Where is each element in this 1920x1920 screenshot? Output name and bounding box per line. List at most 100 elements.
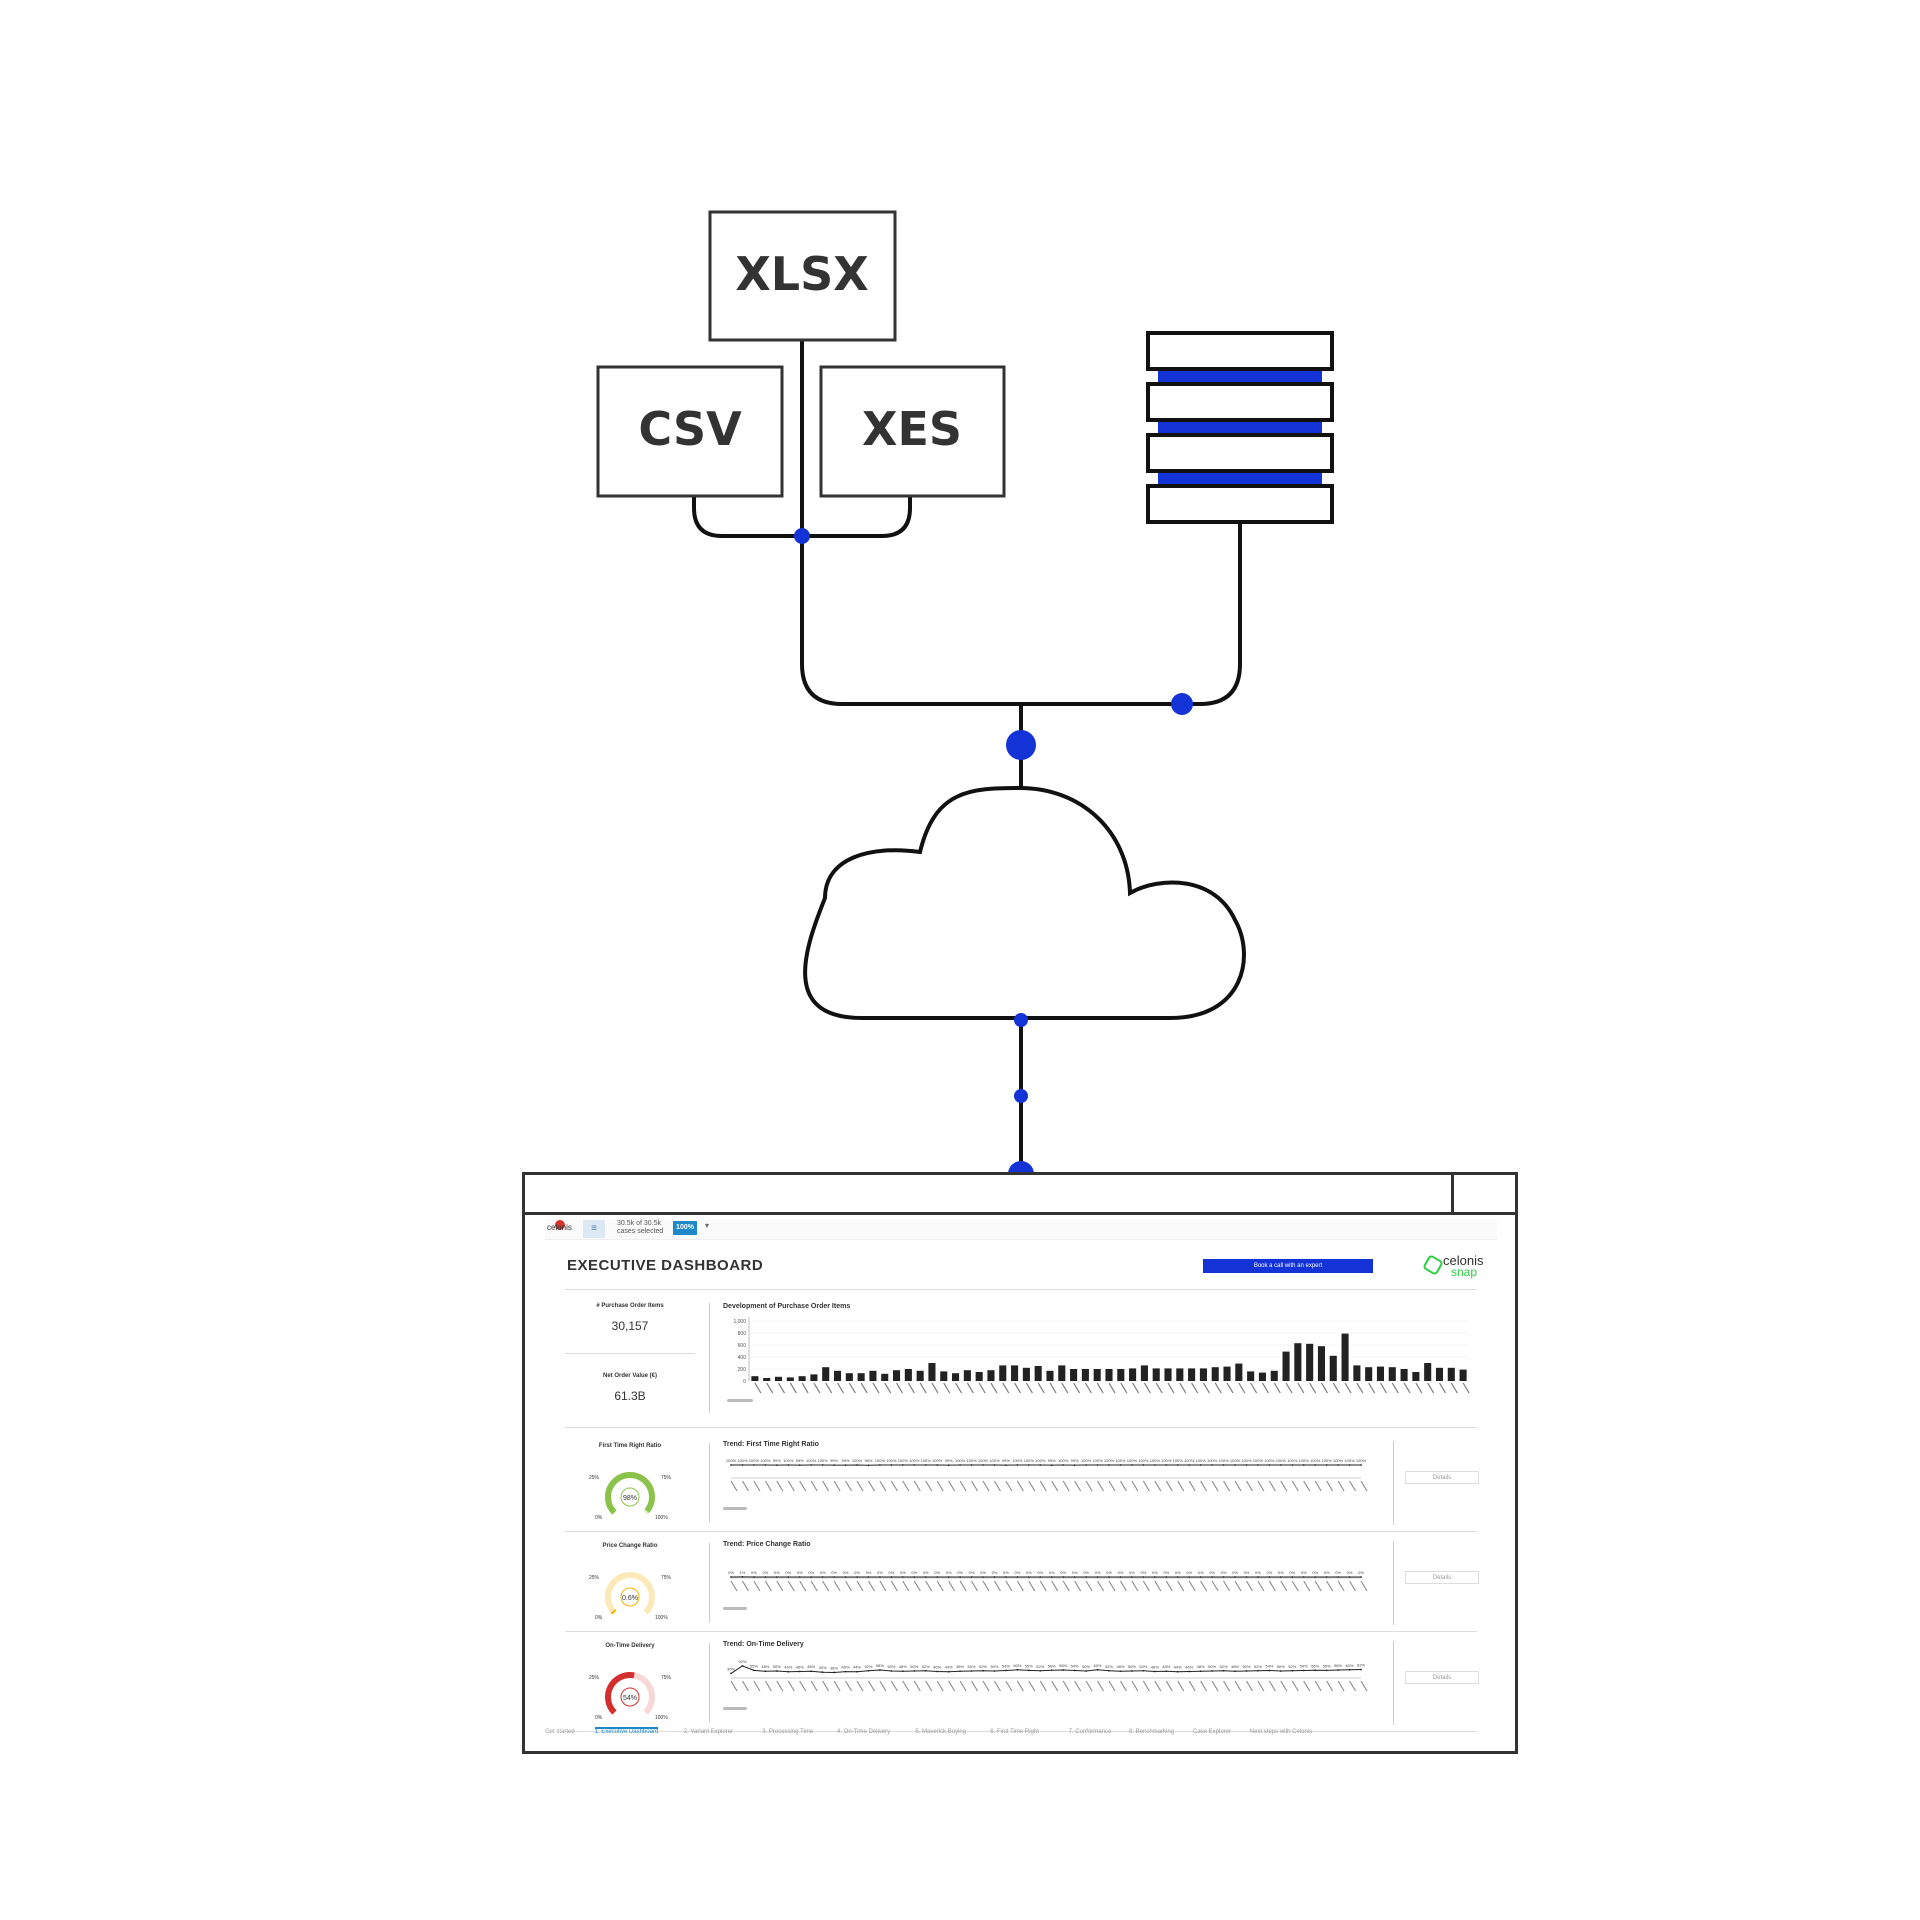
x-tick-label [1154, 1680, 1162, 1692]
x-tick-label [1119, 1480, 1127, 1492]
data-label: 50% [910, 1664, 918, 1669]
bar [833, 1370, 842, 1381]
x-tick-label [971, 1680, 979, 1692]
bar [1435, 1367, 1444, 1381]
dashboard-tab[interactable]: Case Explorer [1193, 1729, 1232, 1735]
data-label: 50% [1277, 1664, 1285, 1669]
details-button[interactable]: Details [1405, 1671, 1479, 1684]
trend-point [833, 1671, 835, 1674]
y-tick-label: 200 [738, 1367, 747, 1373]
data-label: 0% [1140, 1570, 1146, 1575]
dashboard-tab[interactable]: 8. Benchmarking [1129, 1729, 1175, 1735]
cases-caption: cases selected [617, 1228, 664, 1235]
data-label: 0% [1324, 1570, 1330, 1575]
data-label: 100% [1024, 1458, 1035, 1463]
dashboard-tab[interactable]: 3. Processing Time [762, 1729, 814, 1735]
x-tick-label [1016, 1580, 1024, 1592]
x-tick-label [764, 1680, 772, 1692]
bar [763, 1378, 771, 1381]
x-tick-label [1108, 1382, 1116, 1394]
x-tick-label [936, 1580, 944, 1592]
gauge-fill [610, 1609, 617, 1615]
data-label: 100% [989, 1458, 1000, 1463]
x-tick-label [776, 1480, 784, 1492]
x-tick-label [1061, 1382, 1069, 1394]
trend-point [821, 1464, 824, 1466]
trend-point [1096, 1576, 1099, 1578]
node-files [794, 528, 810, 544]
dashboard-tab[interactable]: 4. On-Time Delivery [837, 1729, 891, 1735]
gauge-tick: 0% [595, 1615, 603, 1621]
x-tick-label [1131, 1580, 1139, 1592]
dashboard-tab[interactable]: 7. Conformance [1068, 1729, 1112, 1735]
x-tick-label [1250, 1382, 1258, 1394]
cloud-icon [803, 785, 1246, 1020]
trend-point [970, 1464, 973, 1466]
x-tick-label [879, 1580, 887, 1592]
details-button[interactable]: Details [1405, 1471, 1479, 1484]
x-tick-label [856, 1480, 864, 1492]
x-tick-label [1119, 1580, 1127, 1592]
gauge-chart: 98%25%75%0%100% [589, 1472, 672, 1521]
x-tick-label [837, 1382, 845, 1394]
window-control-button[interactable] [1451, 1175, 1515, 1212]
x-tick-label [1131, 1480, 1139, 1492]
y-tick-label: 600 [738, 1343, 747, 1349]
data-label: 48% [761, 1664, 769, 1669]
x-tick-label [1211, 1580, 1219, 1592]
x-tick-label [1344, 1382, 1352, 1394]
dashboard-tab[interactable]: 6. First Time Right [990, 1729, 1039, 1735]
menu-icon[interactable]: ≡ [583, 1220, 605, 1238]
trend-point [1245, 1670, 1248, 1672]
page-title: EXECUTIVE DASHBOARD [567, 1257, 764, 1274]
data-label: 100% [1150, 1458, 1161, 1463]
details-button[interactable]: Details [1405, 1571, 1479, 1584]
chevron-down-icon[interactable]: ▾ [705, 1221, 710, 1230]
trend-point [901, 1670, 904, 1673]
trend-point [741, 1665, 744, 1667]
bar [1447, 1367, 1455, 1381]
x-tick-label [925, 1680, 933, 1692]
dashboard-tab[interactable]: Get started [545, 1729, 575, 1735]
x-tick-label [890, 1580, 898, 1592]
scrollbar-handle[interactable] [723, 1607, 747, 1610]
xes-label: XES [862, 402, 962, 456]
trend-point [879, 1576, 881, 1578]
x-tick-label [1074, 1680, 1082, 1692]
scrollbar-handle[interactable] [723, 1707, 747, 1710]
brand-product: snap [1451, 1265, 1478, 1279]
data-label: 0% [1255, 1570, 1261, 1575]
data-label: 0% [751, 1570, 757, 1575]
x-tick-label [931, 1382, 939, 1394]
x-tick-label [1200, 1480, 1208, 1492]
x-tick-label [1245, 1680, 1253, 1692]
bar [928, 1363, 936, 1381]
x-tick-label [1051, 1480, 1059, 1492]
dashboard-tab[interactable]: 2. Variant Explorer [683, 1729, 734, 1735]
data-label: 100% [921, 1458, 932, 1463]
book-call-button[interactable]: Book a call with an expert [1203, 1259, 1373, 1273]
trend-point [1337, 1576, 1339, 1578]
divider [565, 1353, 695, 1354]
divider [565, 1631, 1477, 1632]
dashboard-tab[interactable]: 5. Maverick Buying [915, 1729, 967, 1735]
trend-point [844, 1670, 847, 1673]
x-tick-label [1415, 1382, 1423, 1394]
x-tick-label [741, 1680, 749, 1692]
data-label: 0% [762, 1570, 768, 1575]
x-tick-label [943, 1382, 951, 1394]
x-tick-label [1223, 1580, 1231, 1592]
dashboard-tab[interactable]: 1. Executive Dashboard [594, 1727, 659, 1735]
x-tick-label [884, 1382, 892, 1394]
trend-point [1165, 1576, 1168, 1578]
trend-point [924, 1464, 927, 1466]
dashboard-tab[interactable]: Next steps with Celonis [1249, 1729, 1313, 1735]
x-tick-label [764, 1480, 772, 1492]
x-tick-label [1062, 1680, 1070, 1692]
trend-point [1050, 1669, 1053, 1672]
scrollbar-handle[interactable] [723, 1507, 747, 1510]
data-label: 0% [1163, 1570, 1169, 1575]
scrollbar-handle[interactable] [727, 1399, 753, 1402]
trend-point [947, 1576, 950, 1578]
x-tick-label [1188, 1480, 1196, 1492]
